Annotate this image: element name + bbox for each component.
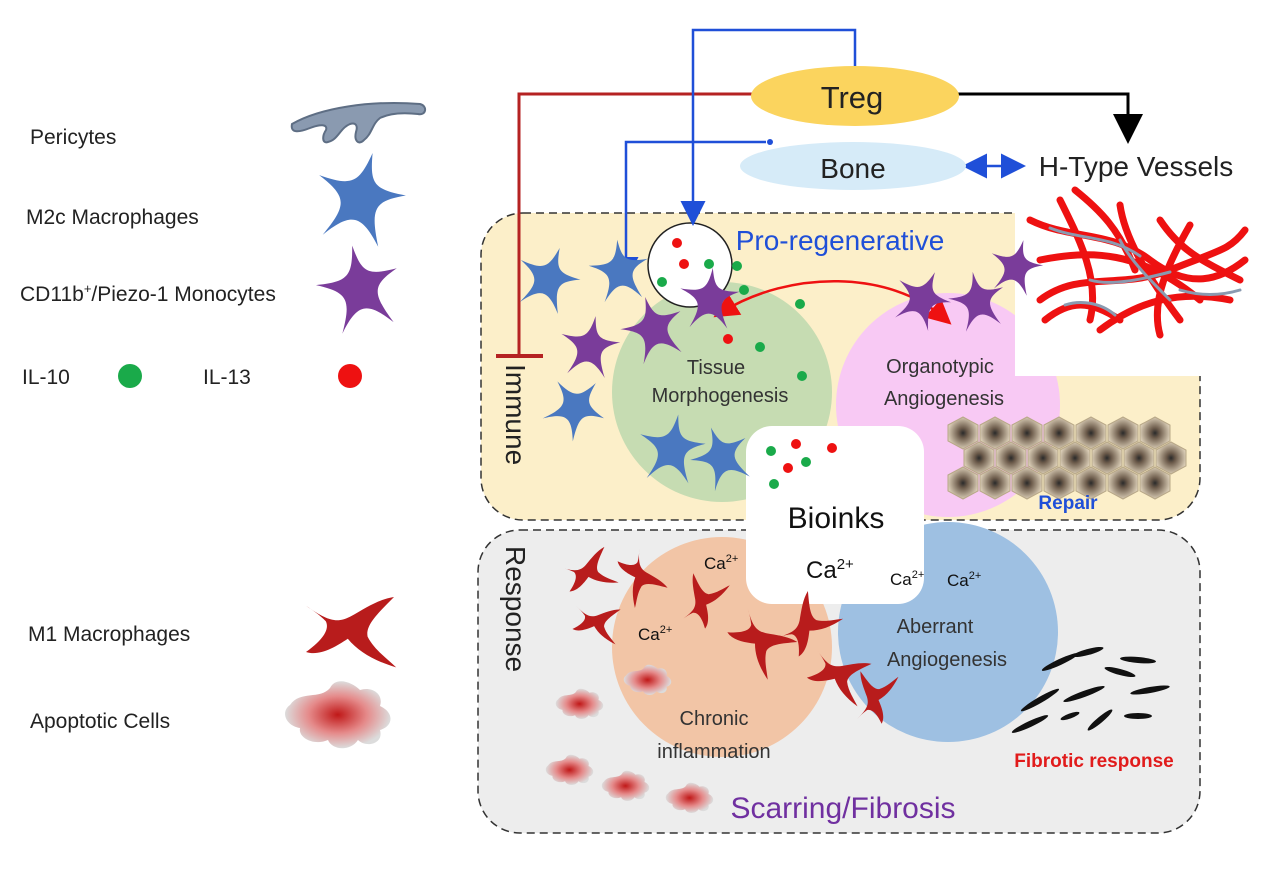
apoptotic-cell bbox=[555, 688, 604, 719]
bone-node bbox=[740, 142, 966, 190]
aberrant-label-line2: Angiogenesis bbox=[887, 649, 1007, 671]
response-label: Response bbox=[500, 546, 531, 672]
bone-macrophage-arrow bbox=[613, 140, 766, 282]
legend-apoptotic: Apoptotic Cells bbox=[30, 710, 170, 733]
organo-label-line1: Organotypic bbox=[886, 356, 994, 378]
aberrant-label-line1: Aberrant bbox=[897, 616, 974, 638]
scarring-fibrosis-label: Scarring/Fibrosis bbox=[730, 792, 955, 825]
immune-label: Immune bbox=[500, 364, 531, 465]
chronic-label-line2: inflammation bbox=[657, 741, 770, 763]
fibrotic-response-label: Fibrotic response bbox=[1014, 751, 1173, 772]
monocyte-legend-icon bbox=[310, 238, 407, 337]
tissue-label-line1: Tissue bbox=[687, 357, 745, 379]
legend-m1: M1 Macrophages bbox=[28, 623, 190, 646]
apoptotic-cell bbox=[545, 754, 594, 785]
pro-regenerative-label: Pro-regenerative bbox=[736, 225, 945, 256]
htype-label: H-Type Vessels bbox=[1039, 151, 1234, 182]
il10-legend-dot bbox=[118, 364, 142, 388]
il13-legend-dot bbox=[338, 364, 362, 388]
treg-immune-inhibition-line bbox=[517, 92, 752, 356]
legend-il13: IL-13 bbox=[203, 366, 251, 389]
organo-label-line2: Angiogenesis bbox=[884, 388, 1004, 410]
fibrotic-fibers bbox=[1011, 646, 1170, 733]
legend-monocytes: CD11b+/Piezo-1 Monocytes bbox=[20, 281, 276, 306]
chronic-label-line1: Chronic bbox=[680, 708, 749, 730]
legend-il10: IL-10 bbox=[22, 366, 70, 389]
m1-macrophage-legend-icon bbox=[306, 597, 397, 668]
apoptotic-cells bbox=[545, 664, 714, 813]
apoptotic-cell bbox=[601, 770, 650, 801]
m2c-macrophage-legend-icon bbox=[304, 141, 415, 253]
il13-dots bbox=[672, 238, 837, 473]
tissue-label-line2: Morphogenesis bbox=[652, 385, 789, 407]
bone-label: Bone bbox=[820, 153, 885, 184]
ca-label-aberrant-2: Ca2+ bbox=[947, 570, 981, 590]
apoptotic-cell bbox=[623, 664, 672, 695]
treg-proregen-arrow bbox=[680, 28, 857, 226]
pericyte-legend-icon bbox=[290, 101, 426, 144]
il10-dots bbox=[657, 259, 811, 489]
ca-label-aberrant-1: Ca2+ bbox=[890, 569, 924, 589]
ca-label-bioinks: Ca2+ bbox=[806, 556, 854, 584]
repair-label: Repair bbox=[1038, 493, 1098, 514]
vessel-panel bbox=[1015, 190, 1255, 376]
apoptotic-cell-legend-icon bbox=[285, 681, 391, 749]
repair-tissue-illustration bbox=[947, 416, 1187, 500]
bone-arrow-head-dot bbox=[767, 139, 773, 145]
treg-htype-arrow bbox=[958, 92, 1143, 144]
ca-label-chronic-1: Ca2+ bbox=[704, 553, 738, 573]
legend-m2c: M2c Macrophages bbox=[26, 206, 199, 229]
treg-label: Treg bbox=[821, 80, 884, 115]
h-type-vessels-illustration bbox=[1026, 186, 1249, 339]
bioinks-label: Bioinks bbox=[788, 502, 885, 535]
legend-pericytes: Pericytes bbox=[30, 126, 116, 149]
apoptotic-cell bbox=[665, 782, 714, 813]
treg-node bbox=[751, 66, 959, 126]
ca-label-chronic-2: Ca2+ bbox=[638, 624, 672, 644]
